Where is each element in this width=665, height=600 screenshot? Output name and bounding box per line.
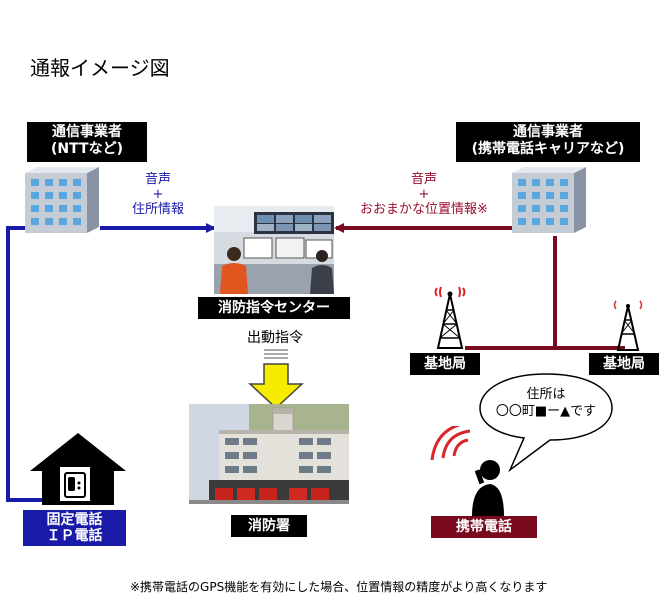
speech-line1: 住所は [526,387,566,402]
carrier-left-label: 通信事業者 (NTTなど) [27,122,147,162]
house-icon [30,433,126,505]
carrier-left-building-icon [25,167,99,233]
base-station-1-label: 基地局 [410,353,480,375]
fire-station-photo [189,404,349,504]
carrier-right-line1: 通信事業者 [513,124,583,140]
dispatch-label: 出動指令 [247,330,303,346]
arrow-right-annotation: 音声 + おおまかな位置情報※ [340,172,508,217]
fixed-phone-line1: 固定電話 [46,512,103,528]
speech-line2: 〇〇町■ー▲です [495,404,597,419]
carrier-right-line2: (携帯電話キャリアなど) [471,141,625,157]
base-station-2-antenna-icon [613,300,643,351]
arrow-left-line2: + [152,187,164,202]
dispatch-arrow-icon [248,349,304,410]
command-center-photo [214,206,334,294]
diagram-title: 通報イメージ図 [30,56,170,80]
speech-bubble [479,373,613,473]
arrow-right-line2: + [418,187,430,202]
footnote: ※携帯電話のGPS機能を有効にした場合、位置情報の精度がより高くなります [130,580,548,594]
arrow-right-line1: 音声 [410,172,437,187]
command-center-label: 消防指令センター [198,297,350,319]
fixed-phone-line2: ＩＰ電話 [46,528,103,544]
arrow-left-line1: 音声 [144,172,171,187]
carrier-left-line1: 通信事業者 [52,124,122,140]
mobile-phone-label: 携帯電話 [431,516,537,538]
signal-waves-icon [430,426,471,461]
person-on-phone-icon [472,460,504,516]
carrier-right-label: 通信事業者 (携帯電話キャリアなど) [456,122,640,162]
fixed-phone-label: 固定電話 ＩＰ電話 [23,510,126,546]
arrow-left-annotation: 音声 + 住所情報 [108,172,208,217]
arrow-right-line3: おおまかな位置情報※ [360,202,488,217]
mobile-line-route [465,236,557,350]
base-station-2-label: 基地局 [589,353,659,375]
fixed-line-route [6,226,45,502]
fire-station-label: 消防署 [231,515,307,537]
carrier-right-building-icon [512,167,586,233]
arrow-left-line3: 住所情報 [131,202,184,217]
speech-text: 住所は 〇〇町■ー▲です [488,386,604,420]
base-station-1-antenna-icon [434,286,466,349]
carrier-left-line2: (NTTなど) [51,141,123,157]
